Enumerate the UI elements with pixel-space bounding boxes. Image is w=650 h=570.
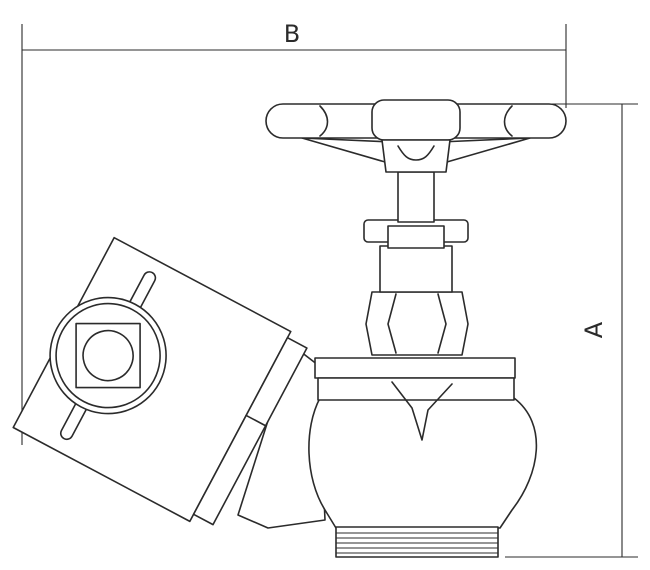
handwheel-grip-left <box>319 105 329 137</box>
body-collar <box>317 377 515 401</box>
bonnet-neck <box>379 245 453 293</box>
valve-body-globe <box>308 397 538 529</box>
hex-nut-facet-left <box>387 293 397 354</box>
handwheel-spoke-right <box>439 137 531 165</box>
handwheel-hub-detail <box>397 145 435 161</box>
dimension-a: A <box>505 103 638 558</box>
handwheel-hub <box>371 99 461 141</box>
coupling-flange-divider <box>245 414 267 427</box>
coupling-flange <box>192 336 308 526</box>
handwheel-grip-right <box>503 105 513 137</box>
outlet-neck <box>237 344 326 529</box>
coupling-boss-inner-ring <box>55 302 161 409</box>
hex-nut-outline <box>365 291 469 356</box>
packing-nut-inner <box>387 225 445 249</box>
body-internal-seat <box>391 381 453 441</box>
handwheel-spoke-left <box>301 137 393 165</box>
stem-shaft <box>397 171 435 223</box>
valve-bonnet <box>363 219 469 293</box>
valve-body <box>308 357 538 529</box>
thread-block <box>335 526 499 558</box>
dimension-b: B <box>21 20 567 445</box>
gland-hex-nut <box>365 291 469 356</box>
handwheel-hub-collar <box>381 139 451 173</box>
side-outlet-neck <box>237 344 326 529</box>
dimension-a-label: A <box>580 321 608 338</box>
coupling-center-hole <box>82 329 134 382</box>
angled-coupling <box>12 236 308 526</box>
body-top-flange <box>314 357 516 379</box>
valve-stem <box>397 171 435 223</box>
hex-nut-facet-right <box>437 293 447 354</box>
handwheel <box>265 99 567 173</box>
bottom-threaded-outlet <box>335 526 499 558</box>
dimension-b-label: B <box>284 20 300 48</box>
